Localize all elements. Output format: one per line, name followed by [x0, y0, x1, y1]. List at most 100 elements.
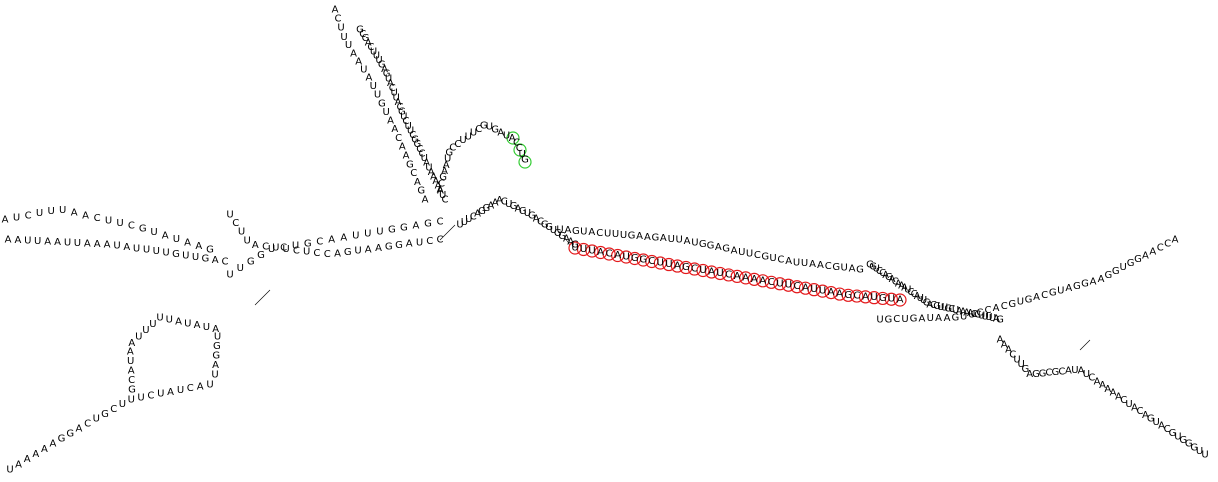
nucleotide: C — [948, 304, 955, 315]
nucleotide: C — [128, 221, 135, 232]
nucleotide: A — [340, 232, 347, 243]
nucleotide: G — [652, 232, 660, 243]
nucleotide: C — [449, 143, 456, 154]
nucleotide: U — [105, 215, 112, 226]
highlight-ring — [756, 274, 770, 288]
nucleotide: A — [435, 181, 442, 192]
nucleotide: U — [904, 285, 911, 296]
nucleotide: A — [365, 38, 372, 49]
nucleotide: A — [355, 56, 362, 67]
nucleotide: U — [24, 236, 31, 247]
nucleotide: G — [400, 223, 408, 234]
nucleotide: G — [554, 228, 562, 239]
nucleotide: A — [1065, 283, 1072, 294]
highlight-ring — [602, 247, 616, 261]
nucleotide: U — [439, 190, 446, 201]
nucleotide: A — [443, 160, 450, 171]
backbone-links — [254, 224, 1091, 351]
nucleotide: A — [564, 225, 571, 236]
nucleotide: A — [387, 78, 394, 89]
nucleotide: C — [516, 143, 523, 154]
nucleotide: A — [334, 249, 341, 260]
highlight-ring — [773, 277, 787, 291]
nucleotide: U — [337, 23, 344, 34]
nucleotide: U — [143, 245, 150, 256]
nucleotide: G — [304, 238, 312, 249]
nucleotide: A — [533, 214, 540, 225]
nucleotide: U — [604, 229, 611, 240]
nucleotide: U — [370, 46, 377, 57]
nucleotide: A — [809, 259, 816, 270]
nucleotide: U — [505, 199, 512, 210]
highlight-ring — [636, 253, 650, 267]
nucleotide: U — [421, 153, 428, 164]
nucleotide: U — [1013, 354, 1020, 365]
nucleotide: U — [676, 234, 683, 245]
nucleotide: C — [222, 257, 229, 268]
nucleotide: U — [841, 263, 848, 274]
highlight-ring — [568, 241, 582, 255]
nucleotide: G — [213, 341, 221, 352]
nucleotide: C — [419, 149, 426, 160]
nucleotide: U — [153, 246, 160, 257]
nucleotide: U — [1120, 262, 1127, 273]
nucleotide: U — [503, 130, 510, 141]
nucleotide: G — [247, 257, 255, 268]
nucleotide: U — [206, 380, 213, 391]
nucleotide: U — [1125, 399, 1132, 410]
nucleotide: U — [524, 208, 531, 219]
highlight-ring — [713, 266, 727, 281]
nucleotide: A — [1001, 339, 1008, 350]
nucleotide: A — [49, 439, 56, 450]
nucleotide: A — [387, 116, 394, 127]
nucleotide: C — [280, 242, 287, 253]
nucleotide: C — [606, 249, 613, 260]
nucleotide: A — [412, 221, 419, 232]
nucleotide: G — [1185, 439, 1193, 450]
nucleotide: U — [166, 314, 173, 325]
nucleotide: U — [461, 217, 468, 228]
nucleotide: G — [933, 301, 941, 312]
nucleotide: U — [486, 122, 493, 133]
nucleotide: G — [414, 139, 422, 150]
nucleotide: C — [25, 210, 32, 221]
highlight-ring — [730, 269, 744, 284]
nucleotide: G — [1032, 369, 1040, 380]
nucleotide: C — [825, 261, 832, 272]
nucleotide: G — [1049, 288, 1057, 299]
nucleotide: G — [952, 313, 960, 324]
nucleotide: C — [335, 14, 342, 25]
nucleotide: C — [974, 310, 981, 321]
nucleotide: U — [142, 325, 149, 336]
nucleotide: A — [674, 261, 681, 272]
nucleotide: A — [944, 313, 951, 324]
nucleotide: U — [580, 244, 587, 255]
nucleotide: A — [195, 241, 202, 252]
nucleotide: U — [211, 370, 218, 381]
nucleotide: G — [844, 290, 852, 301]
nucleotide: U — [184, 318, 191, 329]
nucleotide: U — [13, 212, 20, 223]
nucleotide: G — [528, 211, 536, 222]
nucleotide: G — [1073, 281, 1081, 292]
nucleotide: G — [1052, 367, 1060, 378]
nucleotide: A — [1149, 246, 1156, 257]
nucleotide: G — [1112, 266, 1120, 277]
highlight-ring — [687, 262, 702, 276]
nucleotide: A — [252, 240, 259, 251]
nucleotide: U — [226, 210, 233, 221]
nucleotide: C — [853, 291, 860, 302]
nucleotide: A — [1026, 369, 1033, 380]
nucleotide: U — [657, 258, 664, 269]
nucleotide: G — [445, 147, 453, 158]
nucleotide: U — [133, 243, 140, 254]
nucleotide: A — [474, 209, 481, 220]
nucleotide: U — [244, 235, 251, 246]
highlight-ring — [858, 290, 873, 304]
nucleotide: A — [660, 233, 667, 244]
nucleotide: C — [1009, 349, 1016, 360]
nucleotide: U — [465, 214, 472, 225]
nucleotide: A — [423, 158, 430, 169]
nucleotide: G — [356, 25, 364, 36]
highlight-ring — [670, 259, 685, 273]
